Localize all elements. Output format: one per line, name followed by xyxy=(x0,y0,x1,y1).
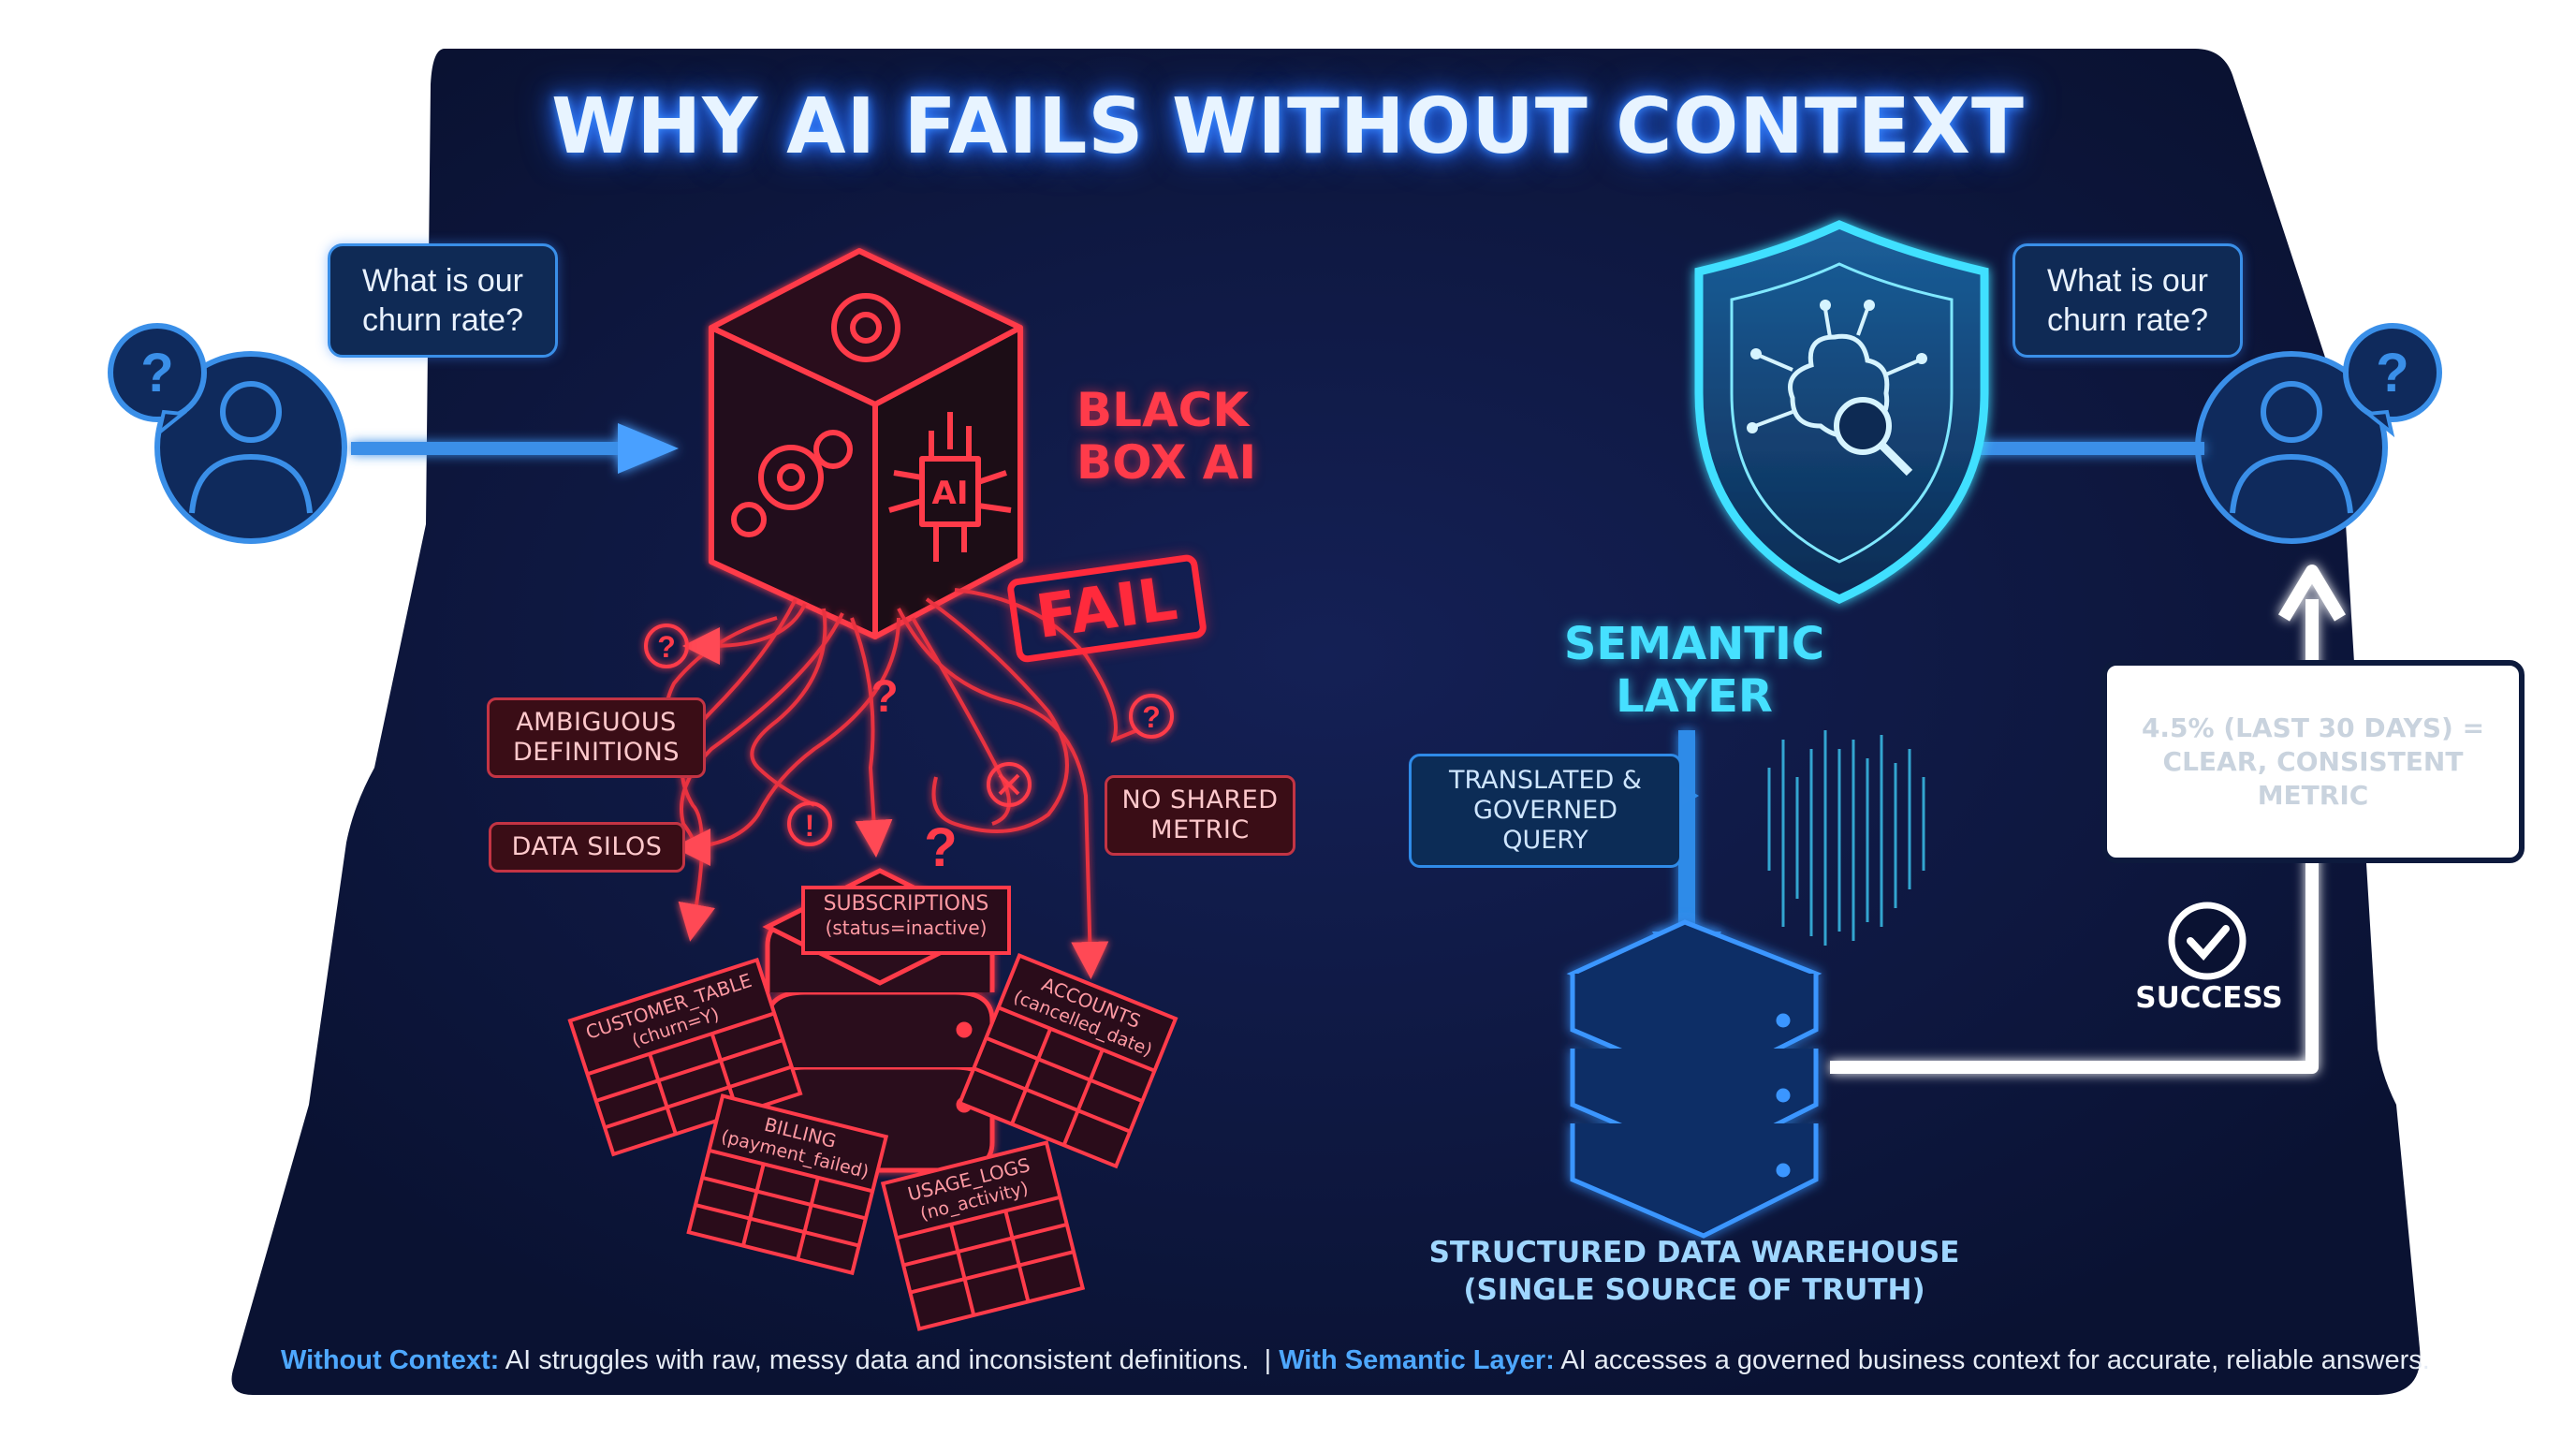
footer-left-text: AI struggles with raw, messy data and in… xyxy=(505,1345,1250,1375)
table-card-subscriptions xyxy=(801,886,1011,955)
left-user-avatar xyxy=(154,351,347,544)
semantic-layer-title: SEMANTIC LAYER xyxy=(1563,618,1825,723)
footer-caption: Without Context: AI struggles with raw, … xyxy=(281,1343,2430,1377)
query-label-pointer xyxy=(1680,785,1699,807)
footer-right-key: With Semantic Layer: xyxy=(1279,1345,1555,1375)
question-mark-2: ? xyxy=(1142,700,1161,734)
table-filter-subscriptions: (status=inactive) xyxy=(826,917,988,939)
no-shared-metric-label: NO SHARED METRIC xyxy=(1105,775,1295,856)
semantic-shield xyxy=(1694,220,1989,604)
warehouse-caption: STRUCTURED DATA WAREHOUSE (SINGLE SOURCE… xyxy=(1428,1236,1960,1307)
svg-text:?: ? xyxy=(2376,343,2408,404)
question-mark-3: ? xyxy=(871,672,898,722)
ai-chip-label: AI xyxy=(932,475,969,512)
checkmark-icon xyxy=(2168,902,2247,980)
table-card-billing xyxy=(686,1093,889,1276)
table-card-accounts xyxy=(957,953,1178,1169)
table-card-usage-logs xyxy=(880,1140,1086,1331)
right-question-icon: ? xyxy=(2343,323,2442,438)
result-card: 4.5% (LAST 30 DAYS) = CLEAR, CONSISTENT … xyxy=(2101,660,2525,863)
result-text: 4.5% (LAST 30 DAYS) = CLEAR, CONSISTENT … xyxy=(2141,712,2485,811)
footer-right-text: AI accesses a governed business context … xyxy=(1560,1345,2430,1375)
black-box-title: BLACK BOX AI xyxy=(1076,383,1257,490)
table-name-subscriptions: SUBSCRIPTIONS xyxy=(824,892,989,916)
success-label: SUCCESS xyxy=(2135,981,2283,1015)
footer-left-key: Without Context: xyxy=(281,1345,500,1375)
footer-separator: | xyxy=(1264,1345,1272,1375)
data-silos-label: DATA SILOS xyxy=(489,822,685,873)
right-question-bubble: What is our churn rate? xyxy=(2012,243,2243,358)
data-stream xyxy=(1767,730,1925,946)
ambiguous-definitions-label: AMBIGUOUS DEFINITIONS xyxy=(487,697,706,778)
left-question-bubble: What is our churn rate? xyxy=(328,243,558,358)
exclamation-mark: ! xyxy=(805,809,815,843)
svg-text:?: ? xyxy=(140,343,173,404)
governed-query-label: TRANSLATED & GOVERNED QUERY xyxy=(1409,754,1682,868)
left-arrow-to-blackbox xyxy=(351,423,679,474)
structured-warehouse xyxy=(1566,919,1822,1239)
question-icons xyxy=(644,624,1174,846)
question-mark-4: ? xyxy=(924,817,957,878)
page-title: WHY AI FAILS WITHOUT CONTEXT xyxy=(551,82,2025,171)
left-question-icon: ? xyxy=(108,323,207,438)
question-mark-1: ? xyxy=(657,630,676,664)
black-box-cube xyxy=(709,248,1023,639)
